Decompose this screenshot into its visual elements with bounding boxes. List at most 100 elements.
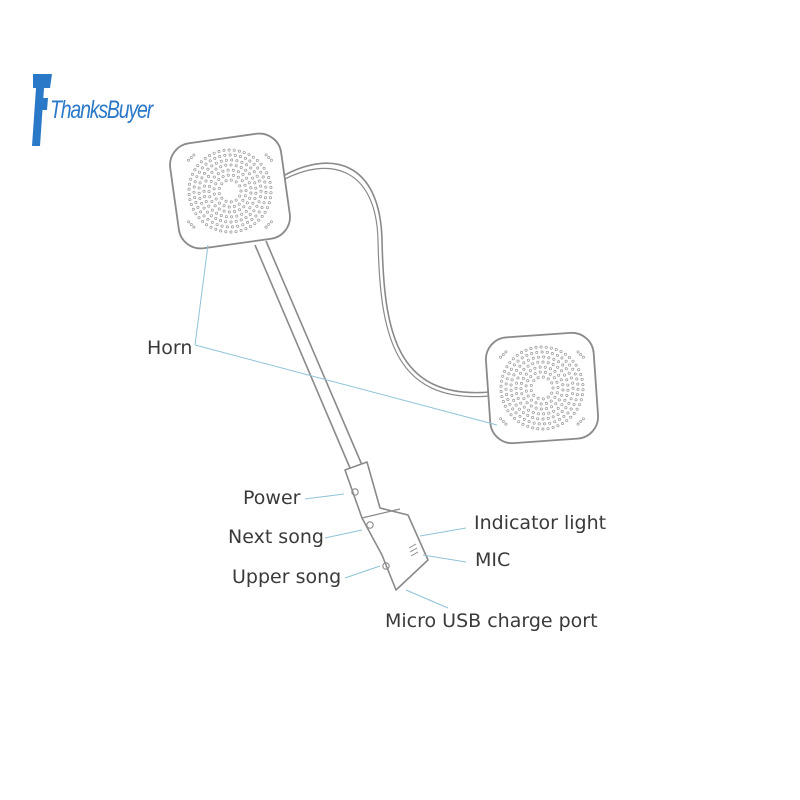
grille-hole [192, 153, 196, 157]
grille-hole [227, 148, 231, 152]
grille-hole [244, 209, 248, 213]
grille-hole [546, 416, 550, 420]
grille-hole [233, 153, 237, 157]
grille-hole [542, 422, 546, 426]
grille-hole [248, 159, 252, 163]
grille-hole [569, 407, 573, 411]
grille-hole [187, 158, 191, 162]
grille-hole [521, 376, 525, 380]
grille-hole [547, 411, 551, 415]
grille-hole [191, 207, 195, 211]
grille-hole [219, 229, 223, 233]
grille-hole [515, 353, 519, 357]
grille-hole [554, 348, 558, 352]
grille-hole [189, 222, 193, 226]
grille-hole [238, 155, 242, 159]
grille-hole [518, 371, 522, 375]
grille-hole [541, 427, 545, 431]
grille-hole [194, 212, 198, 216]
grille-hole [535, 350, 539, 354]
grille-hole [500, 395, 504, 399]
grille-hole [552, 357, 556, 361]
grille-hole [538, 370, 542, 374]
grille-hole [193, 168, 197, 172]
grille-hole [217, 207, 221, 211]
grille-hole [552, 376, 556, 380]
grille-hole [237, 149, 241, 153]
grille-hole [514, 381, 518, 385]
grille-hole [557, 373, 561, 377]
grille-hole [210, 208, 214, 212]
grille-hole [532, 421, 536, 425]
grille-hole [574, 398, 578, 402]
next-song-button [366, 521, 374, 529]
grille-hole [520, 392, 524, 396]
grille-hole [253, 197, 257, 201]
grille-hole [541, 375, 545, 379]
grille-hole [577, 368, 581, 372]
grille-hole [522, 367, 526, 371]
grille-hole [245, 201, 249, 205]
grille-hole [208, 184, 212, 188]
grille-hole [257, 210, 261, 214]
grille-hole [206, 217, 210, 221]
grille-hole [195, 175, 199, 179]
grille-hole [254, 186, 258, 190]
indicator-leader [419, 527, 467, 537]
grille-hole [245, 176, 249, 180]
grille-hole [234, 198, 238, 202]
connecting-cable [282, 162, 491, 394]
grille-hole [212, 187, 216, 191]
grille-hole [504, 387, 508, 391]
grille-hole [529, 375, 533, 379]
grille-hole [264, 185, 268, 189]
grille-hole [524, 372, 528, 376]
grille-hole [509, 388, 513, 392]
grille-hole [208, 154, 212, 158]
grille-hole [506, 398, 510, 402]
grille-hole [504, 422, 508, 426]
grille-hole [567, 401, 571, 405]
grille-hole [203, 184, 207, 188]
grille-hole [542, 355, 546, 359]
grille-hole [222, 148, 226, 152]
grille-hole [525, 401, 529, 405]
grille-hole [219, 219, 223, 223]
grille-hole [269, 186, 273, 190]
grille-hole [191, 172, 195, 176]
grille-hole [239, 218, 243, 222]
grille-hole [549, 399, 553, 403]
grille-hole [536, 427, 540, 431]
grille-hole [208, 195, 212, 199]
grille-hole [512, 363, 516, 367]
grille-hole [539, 345, 543, 349]
grille-hole [230, 158, 234, 162]
grille-hole [553, 420, 557, 424]
grille-hole [236, 170, 240, 174]
grille-hole [241, 223, 245, 227]
grille-hole [259, 189, 263, 193]
label-mic: MIC [475, 549, 511, 571]
grille-hole [259, 195, 263, 199]
grille-hole [516, 376, 520, 380]
grille-hole [240, 160, 244, 164]
grille-hole [544, 401, 548, 405]
grille-hole [543, 370, 547, 374]
grille-hole [518, 364, 522, 368]
grille-hole [580, 393, 584, 397]
grille-hole [503, 404, 507, 408]
grille-hole [209, 214, 213, 218]
grille-hole [263, 196, 267, 200]
grille-hole [576, 382, 580, 386]
grille-hole [267, 201, 271, 205]
grille-hole [564, 359, 568, 363]
grille-hole [526, 408, 530, 412]
grille-hole [257, 218, 261, 222]
grille-hole [204, 200, 208, 204]
grille-hole [265, 171, 269, 175]
grille-hole [509, 383, 513, 387]
grille-hole [546, 361, 550, 365]
grille-hole [224, 179, 228, 183]
grille-hole [215, 223, 219, 227]
